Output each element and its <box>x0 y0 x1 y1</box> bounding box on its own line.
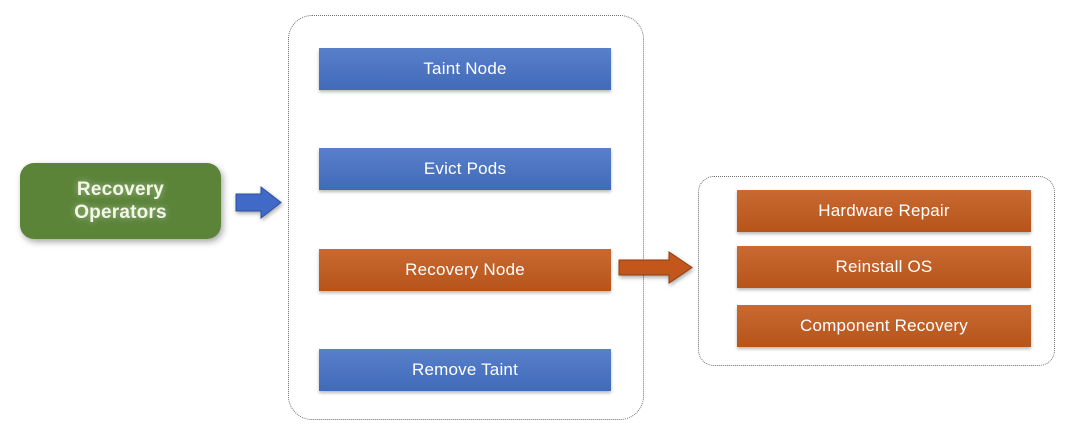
repair-panel: Hardware Repair Reinstall OS Component R… <box>698 176 1055 366</box>
recovery-operators-node: Recovery Operators <box>20 163 221 239</box>
step-taint-node-label: Taint Node <box>423 59 507 78</box>
recovery-operators-label-line2: Operators <box>74 202 167 223</box>
step-evict-pods: Evict Pods <box>319 148 611 190</box>
step-recovery-node: Recovery Node <box>319 249 611 291</box>
workflow-panel: Taint Node Evict Pods Recovery Node Remo… <box>288 15 644 420</box>
step-remove-taint: Remove Taint <box>319 349 611 391</box>
step-recovery-node-label: Recovery Node <box>405 260 525 279</box>
recovery-operators-label-line1: Recovery <box>76 178 165 200</box>
step-reinstall-os-label: Reinstall OS <box>835 257 933 276</box>
arrow-right-orange-shape <box>618 251 693 284</box>
step-hardware-repair-label: Hardware Repair <box>818 201 950 220</box>
arrow-right-blue-shape <box>235 185 282 220</box>
step-taint-node: Taint Node <box>319 48 611 90</box>
step-component-recovery: Component Recovery <box>737 305 1031 347</box>
step-remove-taint-label: Remove Taint <box>411 360 519 379</box>
step-component-recovery-label: Component Recovery <box>799 316 968 335</box>
arrow-right-orange-icon <box>618 251 693 284</box>
step-reinstall-os: Reinstall OS <box>737 246 1031 288</box>
step-evict-pods-label: Evict Pods <box>423 159 507 178</box>
step-hardware-repair: Hardware Repair <box>737 190 1031 232</box>
arrow-right-blue-icon <box>235 185 282 220</box>
